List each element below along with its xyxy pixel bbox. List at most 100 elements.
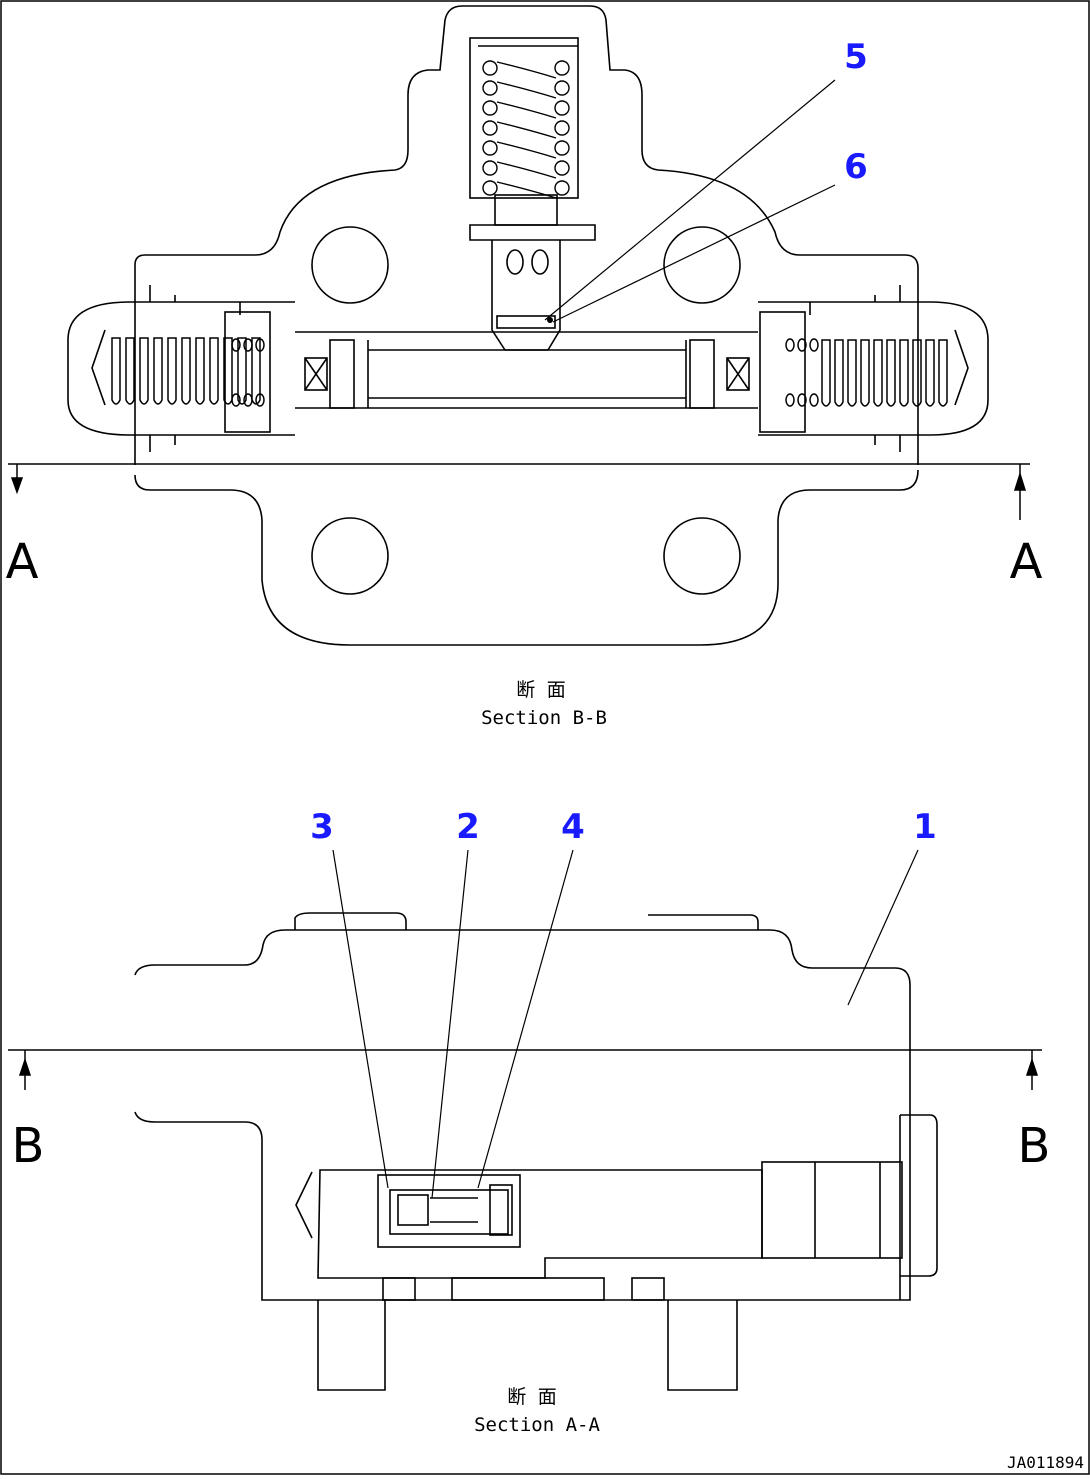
cut-label-b-left: B (12, 1118, 45, 1174)
spring-coil (554, 120, 570, 136)
spring-coil (209, 337, 219, 405)
seal-left (304, 357, 328, 391)
spring-coil (482, 60, 498, 76)
top-cap-right (648, 914, 759, 930)
spring-coil (834, 339, 844, 407)
internal-bore (317, 1169, 763, 1279)
section-bb-title-en: Section B-B (481, 707, 607, 729)
spring-coil (785, 393, 795, 407)
right-cap-detail (809, 285, 901, 452)
spring-coil (482, 180, 498, 196)
valve-cap (494, 194, 558, 226)
callout-5: 5 (844, 37, 868, 77)
relief-valve-assembly (469, 37, 596, 351)
right-spring-tip (954, 329, 969, 406)
cut-label-a-right: A (1010, 534, 1043, 590)
spring-coil (860, 339, 870, 407)
spring-coil (938, 339, 948, 407)
right-cap (758, 301, 989, 436)
left-cap-detail (149, 285, 241, 452)
plug-body (761, 1161, 903, 1259)
spring-coil (482, 140, 498, 156)
left-cap (67, 301, 295, 436)
side-springs (111, 337, 948, 407)
spring-coil (785, 338, 795, 352)
spring-coil (496, 161, 557, 179)
spring-coil (554, 160, 570, 176)
spring-coil (797, 393, 807, 407)
spring-coil (554, 60, 570, 76)
valve-seat (469, 224, 596, 241)
drill-point (295, 1171, 313, 1239)
drawing-code: JA011894 (1007, 1453, 1084, 1472)
spring-coil (255, 338, 265, 352)
left-spring-tip (91, 329, 106, 406)
spring-coil (797, 338, 807, 352)
spring-coil (181, 337, 191, 405)
spring-coil (231, 338, 241, 352)
spring-coil (886, 339, 896, 407)
spring-coil (167, 337, 177, 405)
seal-right (726, 357, 750, 391)
spring-coil (496, 61, 557, 79)
spring-coil (925, 339, 935, 407)
spring-coil (554, 80, 570, 96)
valve-cylinder (469, 37, 579, 199)
bolt-hole (311, 517, 389, 595)
spring-coil (899, 339, 909, 407)
section-aa-title-en: Section A-A (474, 1414, 600, 1436)
section-aa-drawing (134, 912, 938, 1391)
check-valve-cartridge (377, 1174, 521, 1248)
spring-coil (809, 338, 819, 352)
spring-coil (237, 337, 247, 405)
spring-coil (153, 337, 163, 405)
stud-right (667, 1300, 738, 1391)
spring-coil (912, 339, 922, 407)
cut-line-bb (8, 1049, 1042, 1090)
right-plunger (759, 311, 806, 433)
spring-coil (496, 141, 557, 159)
spring-coil (821, 339, 831, 407)
spring-coil (243, 338, 253, 352)
cut-line-aa (8, 463, 1030, 520)
bolt-hole (663, 226, 741, 304)
spool-land-right (689, 339, 715, 409)
callout-2: 2 (456, 807, 480, 847)
right-boss (900, 1114, 938, 1277)
spring-coil (496, 101, 557, 119)
callout-6: 6 (844, 147, 868, 187)
spring-coil (482, 80, 498, 96)
spring-coil (554, 180, 570, 196)
cut-label-b-right: B (1018, 1118, 1051, 1174)
spring-coil (847, 339, 857, 407)
section-bb-drawing (67, 5, 989, 646)
callout-3: 3 (310, 807, 334, 847)
spool-land-left (329, 339, 355, 409)
spring-coil (125, 337, 135, 405)
section-aa-title-jp: 断 面 (507, 1386, 556, 1408)
poppet-seat (496, 315, 556, 329)
spring-coil (554, 100, 570, 116)
top-cap-left (294, 912, 407, 930)
housing-outline-top (134, 5, 919, 465)
spring-coil (139, 337, 149, 405)
section-bb-title-jp: 断 面 (516, 679, 565, 701)
spring-coil (482, 100, 498, 116)
spring-coil (255, 393, 265, 407)
spring-coil (482, 160, 498, 176)
body-outline (134, 929, 911, 1301)
callout-1: 1 (913, 807, 937, 847)
bolt-hole (663, 517, 741, 595)
spring-coil (496, 121, 557, 139)
spring-coil (111, 337, 121, 405)
spring-coil (873, 339, 883, 407)
spring-coil (496, 81, 557, 99)
spring-coil (195, 337, 205, 405)
leader-lines (332, 79, 919, 1199)
leader-dot (547, 317, 553, 323)
spring-coil (243, 393, 253, 407)
spring-coil (554, 140, 570, 156)
